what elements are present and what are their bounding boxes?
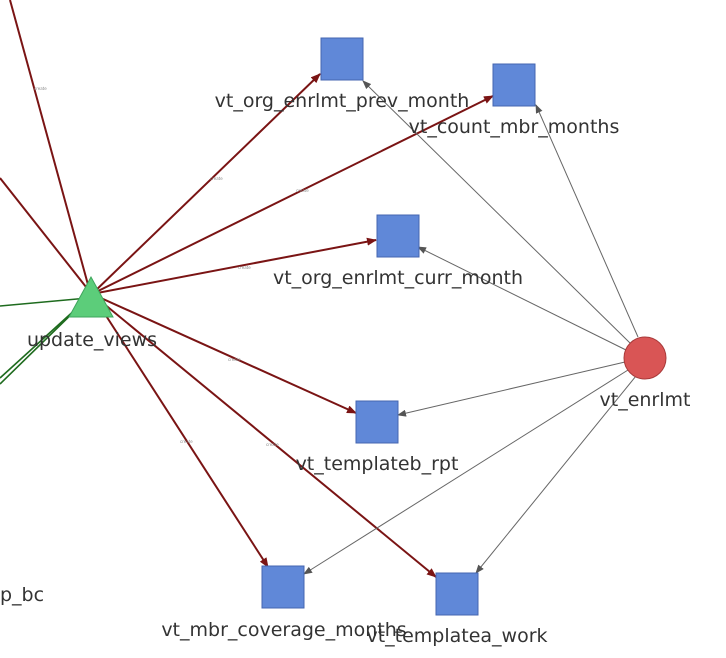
edge-offscreen-left: [0, 177, 91, 293]
edge-label: create: [296, 188, 309, 193]
node-label: vt_org_enrlmt_curr_month: [273, 267, 523, 289]
node-vt-count-mbr-months[interactable]: vt_count_mbr_months: [409, 63, 620, 138]
edge-to-templatea-work: [91, 293, 437, 578]
edge-offscreen-top: [9, 0, 91, 293]
node-update-views[interactable]: update_views: [27, 275, 157, 351]
source-node-icon: [623, 336, 667, 380]
node-label: update_views: [27, 329, 157, 351]
read-edges: [303, 80, 639, 575]
edge-enrlmt-to-count-mbr-months: [535, 104, 639, 338]
table-node-icon: [261, 565, 305, 609]
nodes: vt_org_enrlmt_prev_month vt_count_mbr_mo…: [0, 37, 691, 647]
table-node-icon: [376, 214, 420, 258]
edge-enrlmt-to-mbr-coverage-months: [303, 369, 629, 575]
edge-label: create: [228, 357, 241, 362]
node-vt-enrlmt[interactable]: vt_enrlmt: [600, 336, 691, 411]
table-node-icon: [320, 37, 364, 81]
node-label: vt_count_mbr_months: [409, 116, 620, 138]
edge-to-templateb-rpt: [91, 293, 357, 414]
edge-enrlmt-to-prev-month: [362, 80, 631, 344]
edge-to-count-mbr-months: [91, 95, 494, 295]
node-vt-templatea-work[interactable]: vt_templatea_work: [366, 572, 548, 647]
table-node-icon: [355, 400, 399, 444]
procedure-node-icon: [68, 275, 114, 318]
node-vt-org-enrlmt-prev-month[interactable]: vt_org_enrlmt_prev_month: [215, 37, 470, 112]
node-label: vt_org_enrlmt_prev_month: [215, 90, 470, 112]
edge-enrlmt-to-curr-month: [417, 246, 627, 351]
create-edges: create create create create create creat…: [91, 73, 494, 578]
node-vt-mbr-coverage-months[interactable]: vt_mbr_coverage_months: [161, 565, 407, 641]
edge-label: create: [34, 86, 47, 91]
edge-label: create: [180, 439, 193, 444]
node-label: vt_enrlmt: [600, 389, 691, 411]
node-partial-left[interactable]: p_bc: [0, 584, 44, 606]
node-label: vt_templatea_work: [366, 625, 547, 647]
edge-to-prev-month: [91, 73, 321, 295]
node-label: vt_templateb_rpt: [296, 453, 459, 475]
table-node-icon: [435, 572, 479, 616]
edge-label: create: [266, 442, 279, 447]
offscreen-edges: create: [0, 0, 91, 385]
node-label: vt_mbr_coverage_months: [161, 619, 406, 641]
edge-green-1: [0, 297, 89, 307]
edge-label: create: [210, 176, 223, 181]
node-label: p_bc: [0, 584, 44, 606]
table-node-icon: [492, 63, 536, 107]
edge-to-mbr-coverage-months: [91, 293, 269, 568]
node-vt-org-enrlmt-curr-month[interactable]: vt_org_enrlmt_curr_month: [273, 214, 523, 289]
node-vt-templateb-rpt[interactable]: vt_templateb_rpt: [296, 400, 459, 475]
edge-label: create: [238, 265, 251, 270]
edge-enrlmt-to-templatea-work: [475, 375, 637, 574]
edge-enrlmt-to-templateb-rpt: [397, 361, 626, 417]
edge-to-curr-month: [91, 237, 377, 295]
